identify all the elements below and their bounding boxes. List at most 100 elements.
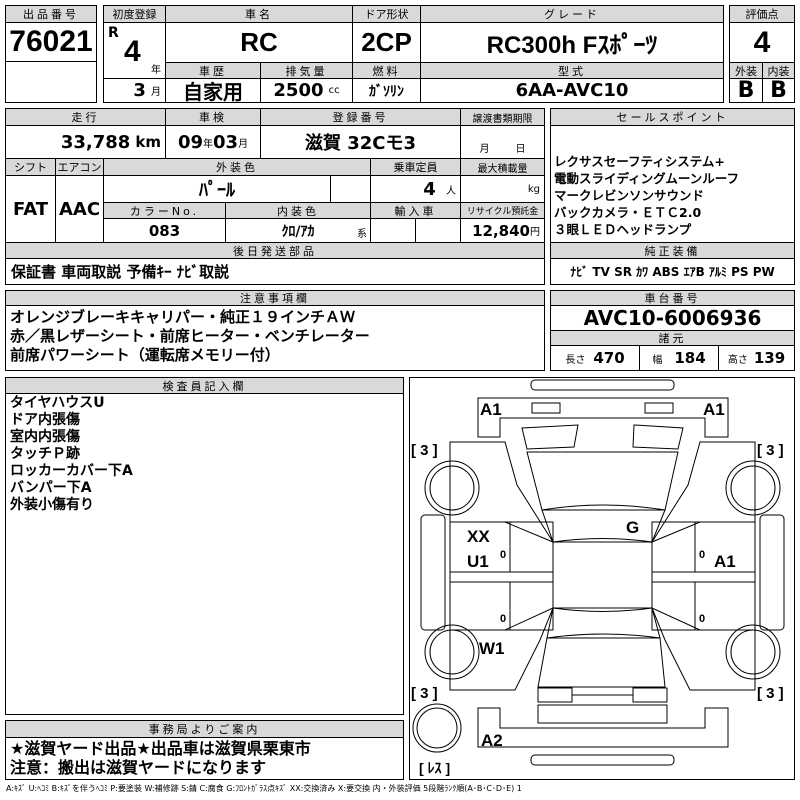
history-label: 車歴: [165, 62, 261, 79]
tire-fl: [ 3 ]: [411, 442, 438, 459]
model-value: 6AA-AVC10: [420, 78, 724, 103]
mark-rear: A2: [481, 731, 503, 750]
int-grade: B: [762, 78, 795, 103]
lot-blank: [5, 61, 97, 103]
int-color-cell: ｸﾛ/ｱｶ系: [225, 218, 371, 243]
diagram-frame: [409, 377, 795, 780]
mark-windshield: G: [626, 518, 639, 537]
inspector-box: タイヤハウスU ドア内張傷 室内内張傷 タッチＰ跡 ロッカーカバー下A バンパー…: [5, 393, 404, 715]
displacement-cell: 2500 cc: [260, 78, 353, 103]
transfer-label: 譲渡書類期限: [460, 108, 545, 126]
tail-light-right: [632, 687, 668, 703]
displacement-value: 2500: [273, 80, 324, 101]
transfer-cell: 月日: [460, 125, 545, 159]
ac-value: AAC: [55, 175, 104, 243]
windshield: [541, 504, 666, 543]
sales-point: バックカメラ・ＥＴＣ2.0: [554, 205, 702, 220]
first-reg-month-cell: 3 月: [103, 78, 166, 103]
inspector-line: 室内内張傷: [10, 429, 80, 445]
capacity-label: 乗車定員: [370, 158, 461, 176]
equipment-value: ﾅﾋﾞ TV SR ｶﾜ ABS ｴｱB ｱﾙﾐ PS PW: [550, 258, 795, 285]
inspector-line: 外装小傷有り: [10, 497, 94, 513]
import-cell-b: [415, 218, 461, 243]
rear-bar: [530, 754, 675, 766]
recycle-value: 12,840: [472, 221, 530, 240]
chassis-label: 車台番号: [550, 290, 795, 306]
left-doors: [449, 521, 554, 631]
front-bar: [530, 379, 675, 391]
month-unit: 月: [151, 87, 161, 98]
length-label: 長さ: [565, 354, 586, 366]
inspector-line: ドア内張傷: [10, 412, 80, 428]
first-reg-label: 初度登録: [103, 5, 166, 23]
capacity-unit: 人: [446, 185, 456, 197]
model-label: 型式: [420, 62, 724, 79]
inspection-month-unit: 月: [238, 138, 249, 150]
length-cell: 長さ 470: [550, 345, 640, 371]
front-fenders: [449, 441, 756, 544]
length-value: 470: [593, 349, 625, 367]
tail-light-left: [537, 687, 573, 703]
era: R: [108, 25, 119, 41]
front-light-right: [644, 402, 674, 414]
score-value: 4: [729, 22, 795, 63]
lot-number: 76021: [5, 22, 97, 62]
max-load-cell: kg: [460, 175, 545, 203]
mark-left-door-u1: U1: [467, 552, 489, 571]
specs-label: 諸元: [550, 330, 795, 346]
recycle-label: リサイクル預託金: [460, 202, 545, 219]
car-name-label: 車名: [165, 5, 353, 23]
first-reg-month: 3: [133, 80, 146, 101]
mark-right-door: A1: [714, 552, 736, 571]
car-name: RC: [165, 22, 353, 63]
height-value: 139: [753, 349, 786, 367]
import-label: 輸入車: [370, 202, 461, 219]
mark-front-right: A1: [703, 400, 725, 419]
ext-color-blank: [330, 175, 371, 203]
office-line: ★滋賀ヤード出品★出品車は滋賀県栗東市: [10, 739, 311, 758]
fuel-value: ｶﾞｿﾘﾝ: [352, 78, 421, 103]
grade-label: グレード: [420, 5, 724, 23]
history-value: 自家用: [165, 78, 261, 103]
ext-grade: B: [729, 78, 763, 103]
later-parts-label: 後日発送部品: [5, 242, 545, 259]
ext-label: 外装: [729, 62, 763, 79]
spare-tire: [412, 703, 462, 753]
lot-label: 出品番号: [5, 5, 97, 23]
int-label: 内装: [762, 62, 795, 79]
right-doors: [651, 521, 756, 631]
color-no-label: カラーNo.: [103, 202, 226, 219]
wheels: [412, 460, 781, 753]
car-diagram: A1 A1 [ 3 ] [ 3 ] [ 3 ] [ 3 ] XX U1 G A1…: [409, 377, 795, 780]
mileage-unit: km: [135, 133, 161, 151]
front-light-left: [531, 402, 561, 414]
int-color-unit: 系: [357, 229, 367, 240]
sales-point: マークレビンソンサウンド: [554, 188, 705, 203]
inspector-line: タイヤハウスU: [10, 395, 105, 411]
import-cell-a: [370, 218, 416, 243]
plate-value: 滋賀 32Cモ3: [260, 125, 461, 159]
mark-left-rear: W1: [479, 639, 505, 658]
max-load-label: 最大積載量: [460, 158, 545, 176]
inspection-label: 車検: [165, 108, 261, 126]
displacement-label: 排気量: [260, 62, 353, 79]
transfer-month-unit: 月: [479, 144, 490, 155]
tire-rl: [ 3 ]: [411, 685, 438, 702]
int-color-label: 内装色: [225, 202, 371, 219]
later-parts-value: 保証書 車両取説 予備ｷｰ ﾅﾋﾞ取説: [5, 258, 545, 285]
rear-bumper: [477, 707, 729, 748]
door-mark: 0: [500, 549, 506, 561]
shift-value: FAT: [5, 175, 56, 243]
inspector-line: ロッカーカバー下A: [10, 463, 133, 479]
first-reg-year: 4: [124, 35, 141, 68]
tire-rr: [ 3 ]: [757, 685, 784, 702]
sales-point: レクサスセーフティシステム+: [554, 154, 725, 169]
office-label: 事務局よりご案内: [5, 720, 404, 738]
mileage-cell: 33,788 km: [5, 125, 166, 159]
hood: [526, 451, 679, 511]
sales-points-box: レクサスセーフティシステム+ 電動スライディングムーンルーフ マークレビンソンサ…: [550, 125, 795, 243]
capacity-cell: 4 人: [370, 175, 461, 203]
